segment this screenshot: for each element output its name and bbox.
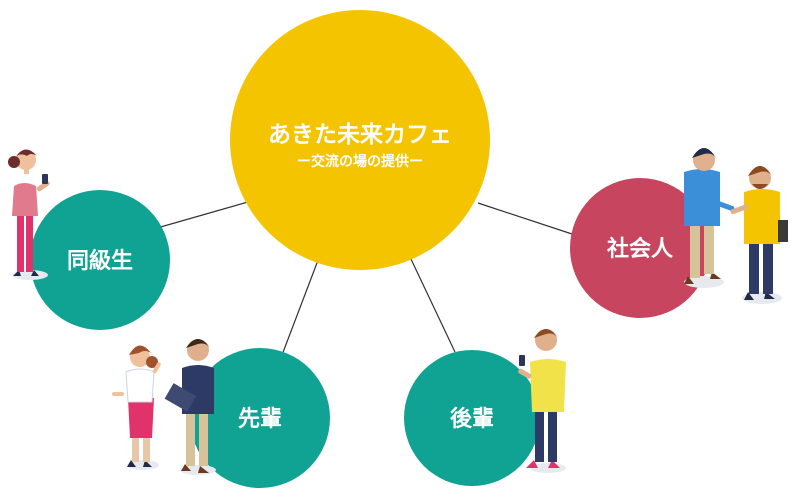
node-circle-doukyuusei: [30, 190, 170, 330]
node-senpai: 先輩: [190, 348, 330, 488]
young-man-with-phone-illustration: [518, 329, 566, 473]
handshake-illustration: [684, 148, 788, 304]
node-shakaijin: 社会人: [570, 178, 710, 318]
center-circle: [230, 10, 490, 270]
center-subtitle: ー交流の場の提供ー: [297, 153, 423, 170]
center-title: あきた未来カフェ: [268, 122, 452, 148]
node-label-doukyuusei: 同級生: [67, 248, 133, 274]
connector-lines: [149, 199, 576, 356]
node-circle-shakaijin: [570, 178, 710, 318]
woman-with-phone-illustration: [8, 149, 50, 280]
line-to-shakaijin: [477, 202, 576, 236]
center-node: あきた未来カフェ ー交流の場の提供ー: [230, 10, 490, 270]
line-to-senpai: [281, 254, 321, 356]
node-doukyuusei: 同級生: [30, 190, 170, 330]
node-kouhai: 後輩: [404, 350, 540, 486]
line-to-kouhai: [409, 256, 456, 353]
node-label-senpai: 先輩: [238, 407, 282, 432]
line-to-doukyuusei: [149, 199, 256, 231]
node-circle-kouhai: [404, 350, 540, 486]
node-label-kouhai: 後輩: [450, 406, 494, 432]
colleagues-illustration: [112, 339, 216, 475]
node-circle-senpai: [190, 348, 330, 488]
node-label-shakaijin: 社会人: [607, 236, 673, 262]
